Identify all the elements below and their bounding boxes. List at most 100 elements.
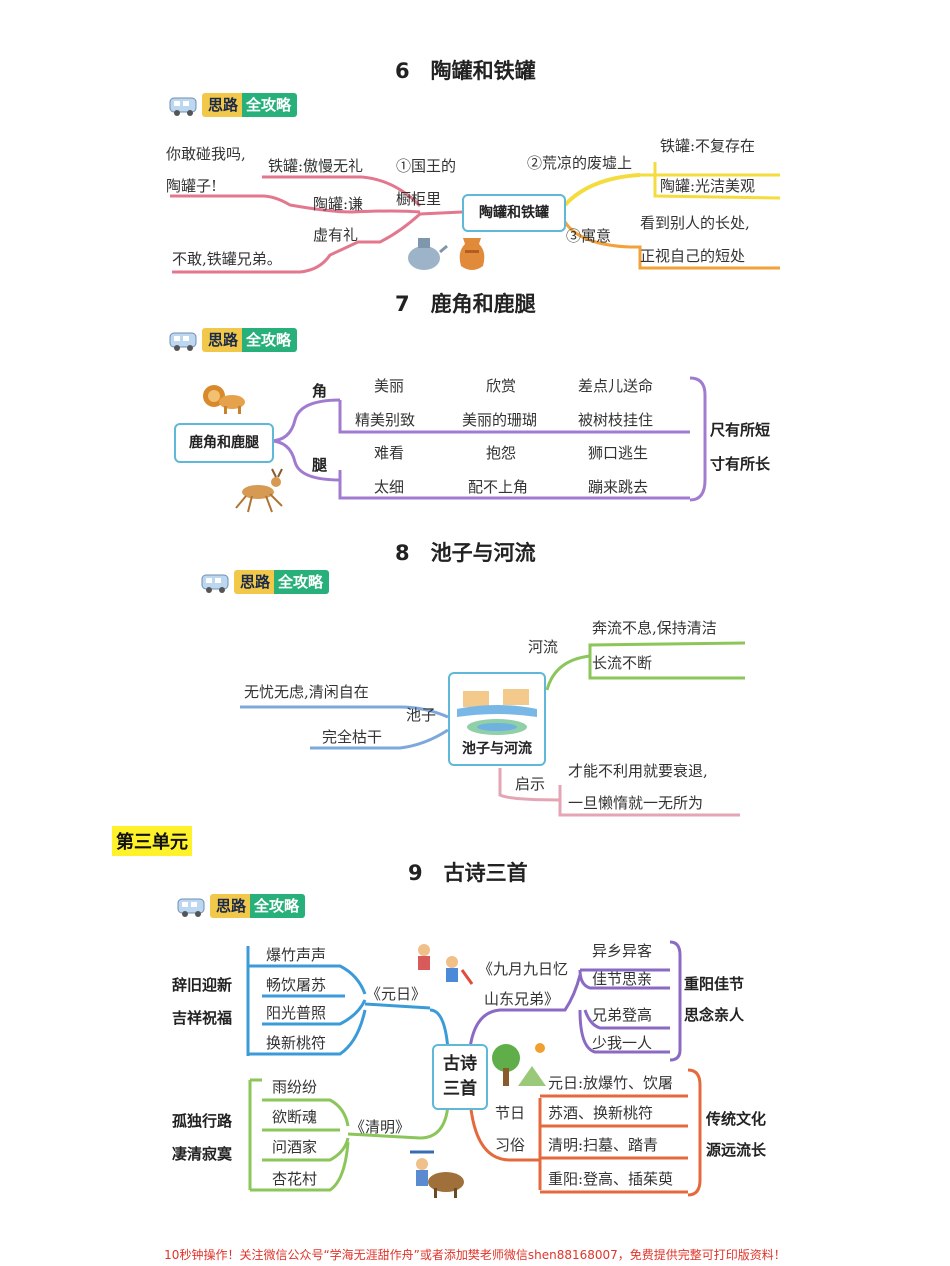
branch-moral: ③寓意 [566,227,612,245]
jiuyue-item2: 佳节思亲 [592,970,653,988]
deer-icon [235,468,283,513]
branch-cabinet-line1: ①国王的 [396,157,457,175]
horn-row2-c1: 精美别致 [355,411,416,429]
moral-7-line2: 寸有所长 [710,455,771,473]
iron-quote-line1: 你敢碰我吗, [166,145,246,163]
horn-row1-c2: 欣赏 [486,377,517,395]
leg-row1-c3: 狮口逃生 [588,444,649,462]
insight-line2: 一旦懒惰就一无所为 [568,794,704,812]
section-9-title: 9 古诗三首 [408,861,528,885]
jiuyue-branch-line1: 《九月九日忆 [478,960,569,978]
custom-item2: 苏酒、换新桃符 [548,1104,654,1122]
custom-item3: 清明:扫墓、踏青 [548,1136,659,1154]
branch-cabinet-line2: 橱柜里 [396,190,442,208]
qingming-branch: 《清明》 [350,1118,411,1136]
horn-row2-c3: 被树枝挂住 [578,411,654,429]
leg-row1-c1: 难看 [374,444,405,462]
jiuyue-item1: 异乡异客 [592,942,653,960]
river-desc1: 奔流不息,保持清洁 [592,619,717,637]
jiuyue-theme1: 重阳佳节 [684,975,745,993]
badge-label-2: 全攻略 [242,93,298,117]
children-firecracker-icon [418,944,474,985]
leg-row2-c2: 配不上角 [468,478,529,496]
unit-3-heading: 第三单元 [112,826,192,856]
jiuyue-theme2: 思念亲人 [684,1006,745,1024]
custom-item4: 重阳:登高、插茱萸 [548,1170,674,1188]
bus-icon [177,898,205,917]
footer-notice: 10秒钟操作！关注微信公众号“学海无涯甜作舟”或者添加樊老师微信shen8816… [164,1248,786,1262]
qingming-item2: 欲断魂 [272,1108,318,1126]
jiuyue-item4: 少我一人 [592,1034,653,1052]
pot-fate: 陶罐:光洁美观 [660,177,756,195]
iron-quote-line2: 陶罐子! [166,177,218,195]
badge-label-1: 思路 [210,894,251,918]
yuanri-theme1: 辞旧迎新 [172,976,233,994]
lion-icon [203,385,245,414]
yuanri-item1: 爆竹声声 [266,946,327,964]
qingming-theme2: 凄清寂寞 [172,1145,233,1163]
horn-row1-c3: 差点儿送命 [578,377,654,395]
badge-label-1: 思路 [202,93,243,117]
strategy-badge-9: 思路全攻略 [176,893,306,919]
qingming-item4: 杏花村 [272,1170,318,1188]
insight-branch: 启示 [515,775,546,793]
yuanri-theme2: 吉祥祝福 [172,1009,233,1027]
pond-branch: 池子 [406,706,437,724]
clay-pot-icon [459,238,485,270]
strategy-badge-8: 思路全攻略 [200,569,330,595]
center-node-6: 陶罐和铁罐 [462,194,566,232]
badge-label-2: 全攻略 [274,570,330,594]
insight-line1: 才能不利用就要衰退, [568,762,708,780]
moral-line2: 正视自己的短处 [640,247,746,265]
custom-item1: 元日:放爆竹、饮屠 [548,1074,674,1092]
iron-pot-icon [408,238,448,270]
qingming-theme1: 孤独行路 [172,1112,233,1130]
leg-row2-c3: 蹦来跳去 [588,478,649,496]
leg-row1-c2: 抱怨 [486,444,517,462]
bus-icon [169,97,197,116]
jiuyue-item3: 兄弟登高 [592,1006,653,1024]
custom-branch: 习俗 [495,1136,526,1154]
river-desc2: 长流不断 [592,654,653,672]
center-node-9-line2: 三首 [443,1079,477,1099]
festival-branch: 节日 [495,1104,526,1122]
qingming-item3: 问酒家 [272,1138,318,1156]
custom-theme1: 传统文化 [706,1110,767,1128]
strategy-badge-7: 思路全攻略 [168,327,298,353]
center-node-7: 鹿角和鹿腿 [174,423,274,463]
center-node-8: 池子与河流 [448,672,546,766]
yuanri-item2: 畅饮屠苏 [266,976,327,994]
section-7-title: 7 鹿角和鹿腿 [395,292,536,316]
horn-row2-c2: 美丽的珊瑚 [462,411,538,429]
section-6-title: 6 陶罐和铁罐 [395,59,536,83]
pond-desc1: 无忧无虑,清闲自在 [244,683,369,701]
pot-trait-line2: 虚有礼 [313,226,359,244]
center-node-9: 古诗三首 [432,1044,488,1110]
badge-label-2: 全攻略 [242,328,298,352]
badge-label-1: 思路 [202,328,243,352]
moral-7-line1: 尺有所短 [710,421,771,439]
bus-icon [169,332,197,351]
river-branch: 河流 [528,638,559,656]
moral-line1: 看到别人的长处, [640,214,750,232]
iron-trait: 铁罐:傲慢无礼 [268,157,364,175]
pot-trait-line1: 陶罐:谦 [313,195,364,213]
strategy-badge-6: 思路全攻略 [168,92,298,118]
pot-quote: 不敢,铁罐兄弟。 [172,250,282,268]
section-8-title: 8 池子与河流 [395,541,536,565]
badge-label-2: 全攻略 [250,894,306,918]
custom-theme2: 源远流长 [706,1141,767,1159]
qingming-item1: 雨纷纷 [272,1078,318,1096]
pond-desc2: 完全枯干 [322,728,383,746]
center-node-9-line1: 古诗 [443,1053,477,1074]
pond-river-icon [457,689,537,735]
leg-branch: 腿 [312,456,328,474]
tree-mountain-icon [492,1043,546,1086]
yuanri-branch: 《元日》 [366,985,427,1003]
leg-row2-c1: 太细 [374,478,405,496]
jiuyue-branch-line2: 山东兄弟》 [484,990,560,1008]
yuanri-item4: 换新桃符 [266,1034,327,1052]
iron-fate: 铁罐:不复存在 [660,137,756,155]
bus-icon [201,574,229,593]
